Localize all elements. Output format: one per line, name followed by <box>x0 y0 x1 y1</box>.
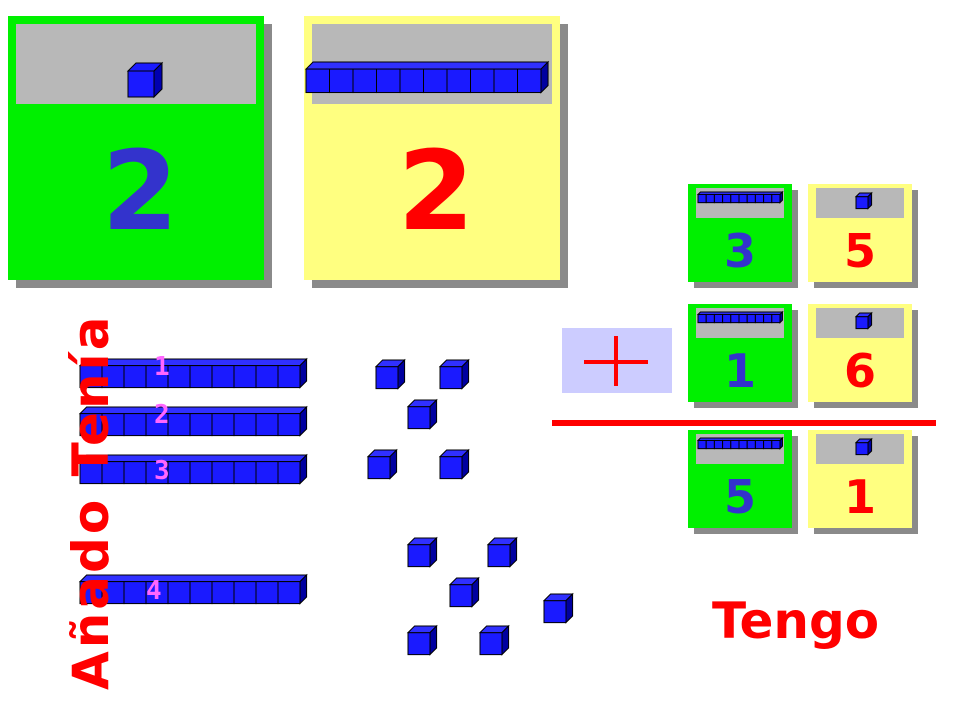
small-units-card-row3: 1 <box>808 430 918 540</box>
ten-rod-icon <box>304 60 550 94</box>
small-tens-number: 1 <box>723 344 756 398</box>
small-tens-card-row2: 1 <box>688 304 798 414</box>
ten-rod-3 <box>78 453 308 485</box>
ten-rod-icon <box>696 190 784 204</box>
unit-cube-icon <box>854 311 873 330</box>
small-units-number: 6 <box>843 344 876 398</box>
unit-cube-5 <box>438 448 470 480</box>
ten-rod-icon <box>696 310 784 324</box>
small-tens-card-row1: 3 <box>688 184 798 294</box>
unit-cube-icon <box>854 191 873 210</box>
unit-cube-icon <box>126 61 164 99</box>
ten-rod-icon <box>304 60 550 94</box>
ten-rods-group <box>78 357 308 605</box>
unit-cube-10 <box>406 624 438 656</box>
small-tens-number: 3 <box>723 224 756 278</box>
rod-label-3: 3 <box>154 456 170 486</box>
ten-rod-2 <box>78 405 308 437</box>
unit-cube-8 <box>448 576 480 608</box>
plus-sign-box <box>562 328 672 393</box>
unit-cube-7 <box>486 536 518 568</box>
unit-cube-icon <box>854 437 873 456</box>
big-units-number: 2 <box>397 127 475 255</box>
unit-cube-6 <box>406 536 438 568</box>
unit-cube-9 <box>542 592 574 624</box>
big-tens-card: 2 <box>8 16 272 288</box>
sum-line <box>552 420 936 426</box>
rod-label-4: 4 <box>146 576 162 606</box>
tengo-label: Tengo <box>712 592 880 650</box>
small-units-number: 5 <box>843 224 876 278</box>
big-units-card: 2 <box>304 16 568 288</box>
ten-rod-icon <box>696 436 784 450</box>
rod-label-2: 2 <box>154 400 170 430</box>
rod-label-1: 1 <box>154 352 170 382</box>
unit-cube-icon <box>854 191 873 210</box>
unit-cube-1 <box>374 358 406 390</box>
small-units-card-row1: 5 <box>808 184 918 294</box>
ten-rod-icon <box>696 436 784 450</box>
small-units-card-row2: 6 <box>808 304 918 414</box>
small-units-number: 1 <box>843 470 876 524</box>
ten-rod-4 <box>78 573 308 605</box>
ten-rod-icon <box>696 310 784 324</box>
unit-cube-11 <box>478 624 510 656</box>
small-tens-card-row3: 5 <box>688 430 798 540</box>
unit-cubes-group <box>366 358 574 656</box>
ten-rod-icon <box>696 190 784 204</box>
ten-rod-1 <box>78 357 308 389</box>
unit-cube-4 <box>366 448 398 480</box>
big-tens-number: 2 <box>101 127 179 255</box>
unit-cube-3 <box>406 398 438 430</box>
vertical-label: Añado Tenía <box>62 313 120 690</box>
unit-cube-icon <box>854 311 873 330</box>
unit-cube-icon <box>854 437 873 456</box>
small-tens-number: 5 <box>723 470 756 524</box>
unit-cube-2 <box>438 358 470 390</box>
